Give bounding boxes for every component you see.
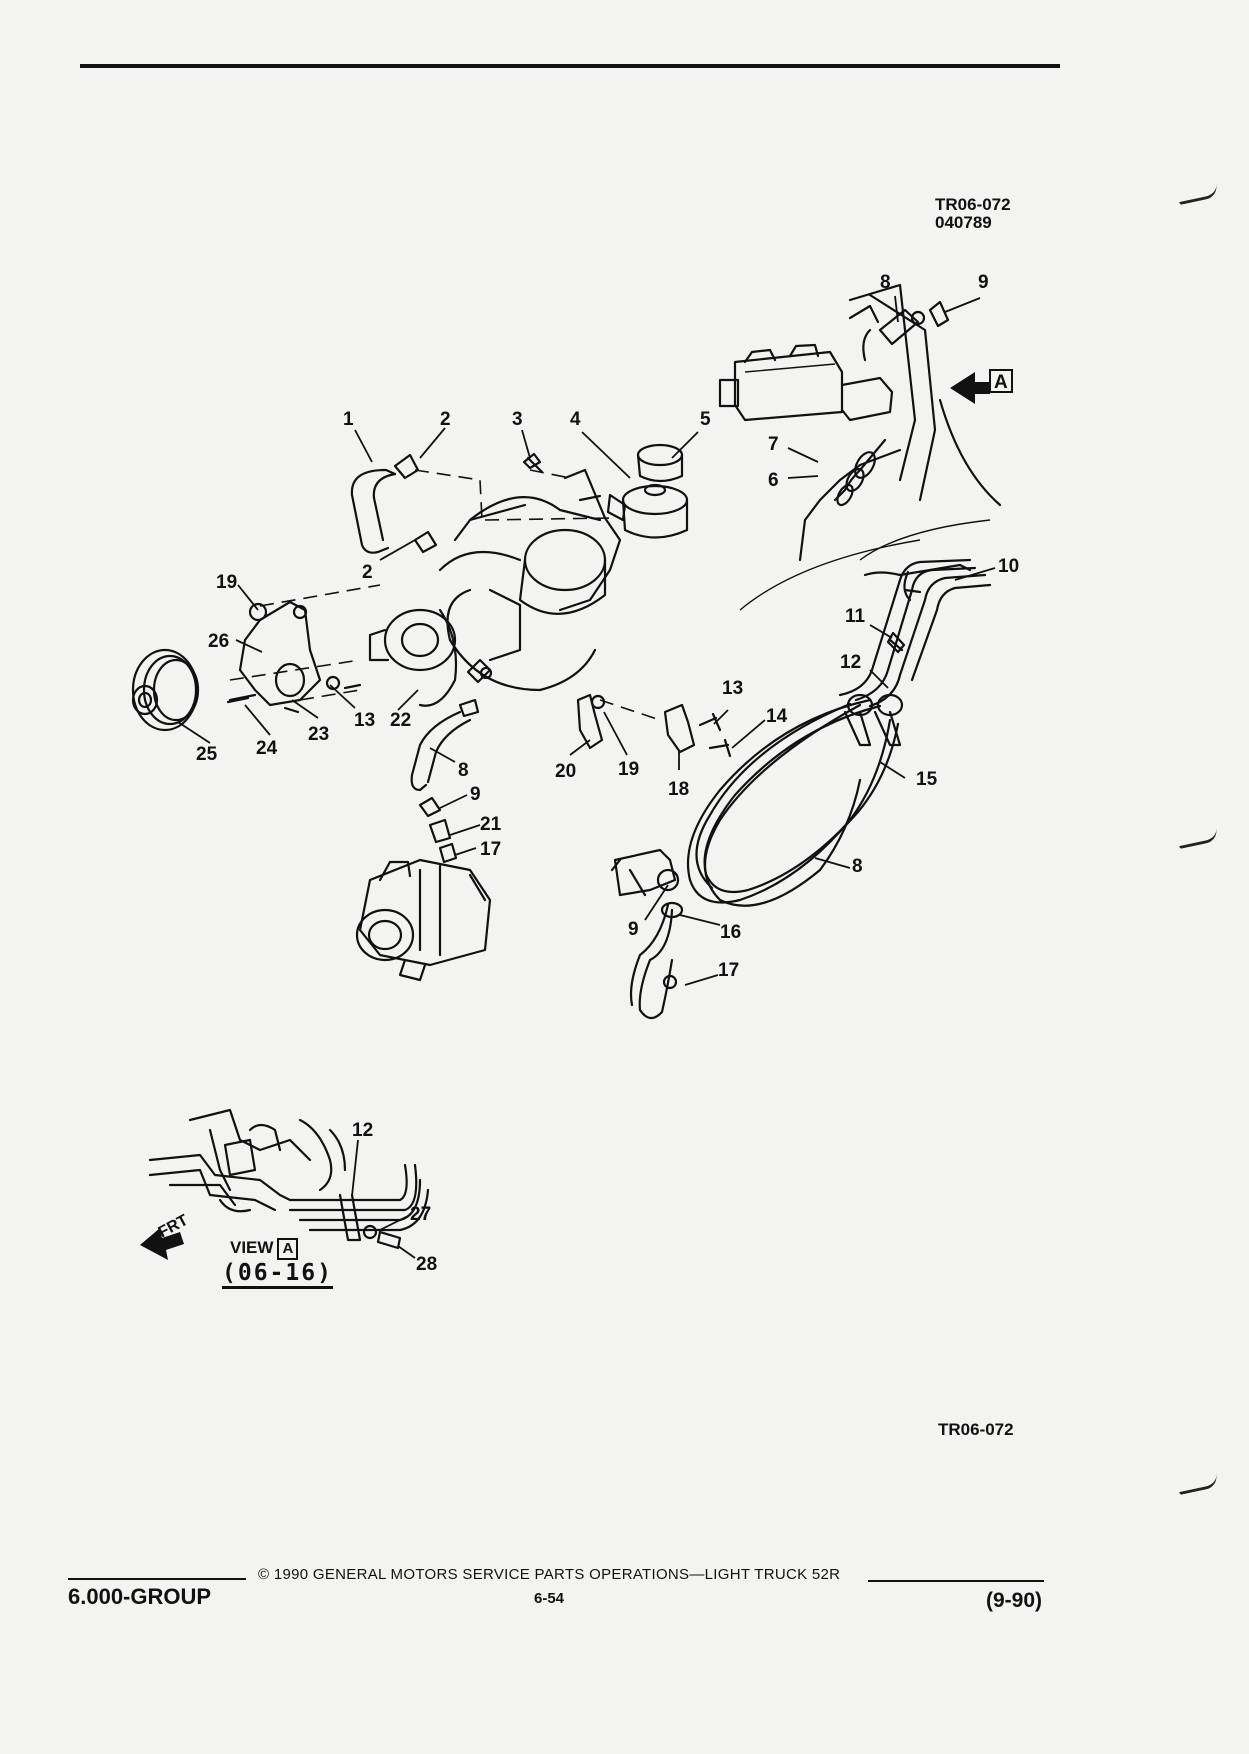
callout-12: 12 <box>840 652 861 673</box>
callout-numbers: 1 2 3 4 5 2 7 6 8 9 10 11 12 13 14 15 8 … <box>196 272 1019 1275</box>
footer-group: 6.000-GROUP <box>68 1584 212 1609</box>
view-callout-27: 27 <box>410 1204 431 1225</box>
view-a-arrow: A <box>950 369 1013 404</box>
footer-rule-right <box>868 1580 1044 1582</box>
callout-5: 5 <box>700 409 711 430</box>
view-a-inset-drawing <box>140 1108 430 1260</box>
footer-page-number: 6-54 <box>534 1590 565 1607</box>
callout-23: 23 <box>308 724 329 745</box>
figure-id: TR06-072 <box>935 195 1011 214</box>
callout-15: 15 <box>916 769 938 790</box>
callout-22: 22 <box>390 710 411 731</box>
callout-18: 18 <box>668 779 689 800</box>
callout-25: 25 <box>196 744 218 765</box>
callout-14: 14 <box>766 706 788 727</box>
callout-8-right: 8 <box>852 856 863 877</box>
view-label-box: A <box>277 1238 299 1260</box>
pump-assembly-drawing <box>350 443 732 982</box>
callout-8-top: 8 <box>880 272 891 293</box>
callout-17-right: 17 <box>718 960 739 981</box>
callout-6: 6 <box>768 470 779 491</box>
alignment-lines <box>229 469 661 721</box>
footer-copyright: © 1990 GENERAL MOTORS SERVICE PARTS OPER… <box>258 1566 841 1583</box>
callout-13-right: 13 <box>722 678 743 699</box>
leader-lines <box>177 295 996 1259</box>
callout-10: 10 <box>998 556 1019 577</box>
callout-16: 16 <box>720 922 741 943</box>
footer-rule-left <box>68 1578 246 1580</box>
callout-2-top: 2 <box>440 409 451 430</box>
view-a-box-label: A <box>994 372 1008 393</box>
callout-4: 4 <box>570 409 581 430</box>
view-callout-12: 12 <box>352 1120 373 1141</box>
callout-9-left: 9 <box>470 784 481 805</box>
callout-26: 26 <box>208 631 229 652</box>
top-rule <box>80 64 1060 68</box>
figure-date: 040789 <box>935 213 992 232</box>
footer-revision: (9-90) <box>986 1589 1043 1612</box>
view-callout-28: 28 <box>416 1254 437 1275</box>
callout-1: 1 <box>343 409 354 430</box>
figure-id-block: TR06-072 040789 <box>935 196 1011 232</box>
callout-17-left: 17 <box>480 839 501 860</box>
view-label-text: VIEW <box>230 1238 274 1257</box>
bottom-figure-id: TR06-072 <box>938 1420 1014 1439</box>
callout-7: 7 <box>768 434 779 455</box>
callout-2-lower: 2 <box>362 562 373 583</box>
callout-19-right: 19 <box>618 759 639 780</box>
callout-13-left: 13 <box>354 710 375 731</box>
callout-9-right: 9 <box>628 919 639 940</box>
callout-19-left: 19 <box>216 572 237 593</box>
callout-21: 21 <box>480 814 502 835</box>
hose-assembly-drawing <box>610 558 992 1020</box>
callout-3: 3 <box>512 409 523 430</box>
callout-8-left: 8 <box>458 760 469 781</box>
callout-24: 24 <box>256 738 278 759</box>
callout-20: 20 <box>555 761 576 782</box>
callout-9-top: 9 <box>978 272 989 293</box>
callout-11: 11 <box>845 606 866 627</box>
view-reference: (06-16) <box>222 1260 333 1289</box>
